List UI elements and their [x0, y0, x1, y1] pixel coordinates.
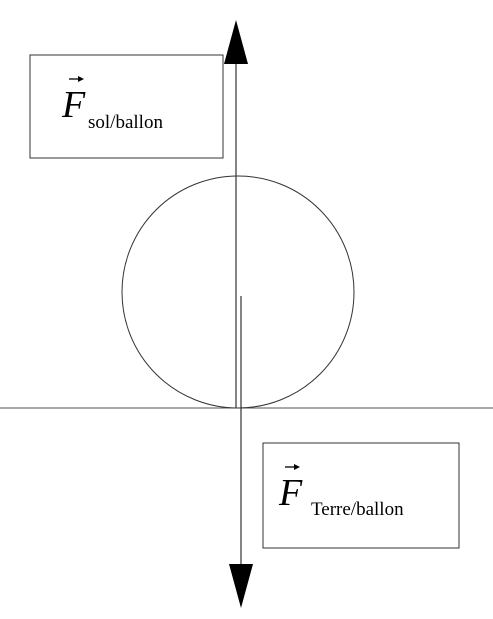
label-box-sol-ballon-frame: [29, 54, 224, 159]
force-vector-sol-ballon: [224, 20, 248, 408]
arrowhead-down-icon: [229, 564, 253, 608]
arrowhead-up-icon: [224, 20, 248, 64]
label-box-terre-ballon-frame: [262, 442, 460, 549]
ball: [121, 175, 355, 409]
vector-arrow-icon: [69, 76, 84, 82]
force-subscript-terre-ballon: Terre/ballon: [311, 499, 404, 520]
force-symbol-sol-ballon: F: [61, 84, 86, 126]
label-box-terre-ballon: F Terre/ballon: [262, 442, 460, 549]
label-box-sol-ballon: F sol/ballon: [29, 54, 224, 159]
force-symbol-terre-ballon: F: [278, 472, 303, 514]
vector-arrow-icon: [285, 464, 300, 470]
force-vector-terre-ballon: [229, 296, 253, 608]
force-subscript-sol-ballon: sol/ballon: [88, 112, 163, 133]
